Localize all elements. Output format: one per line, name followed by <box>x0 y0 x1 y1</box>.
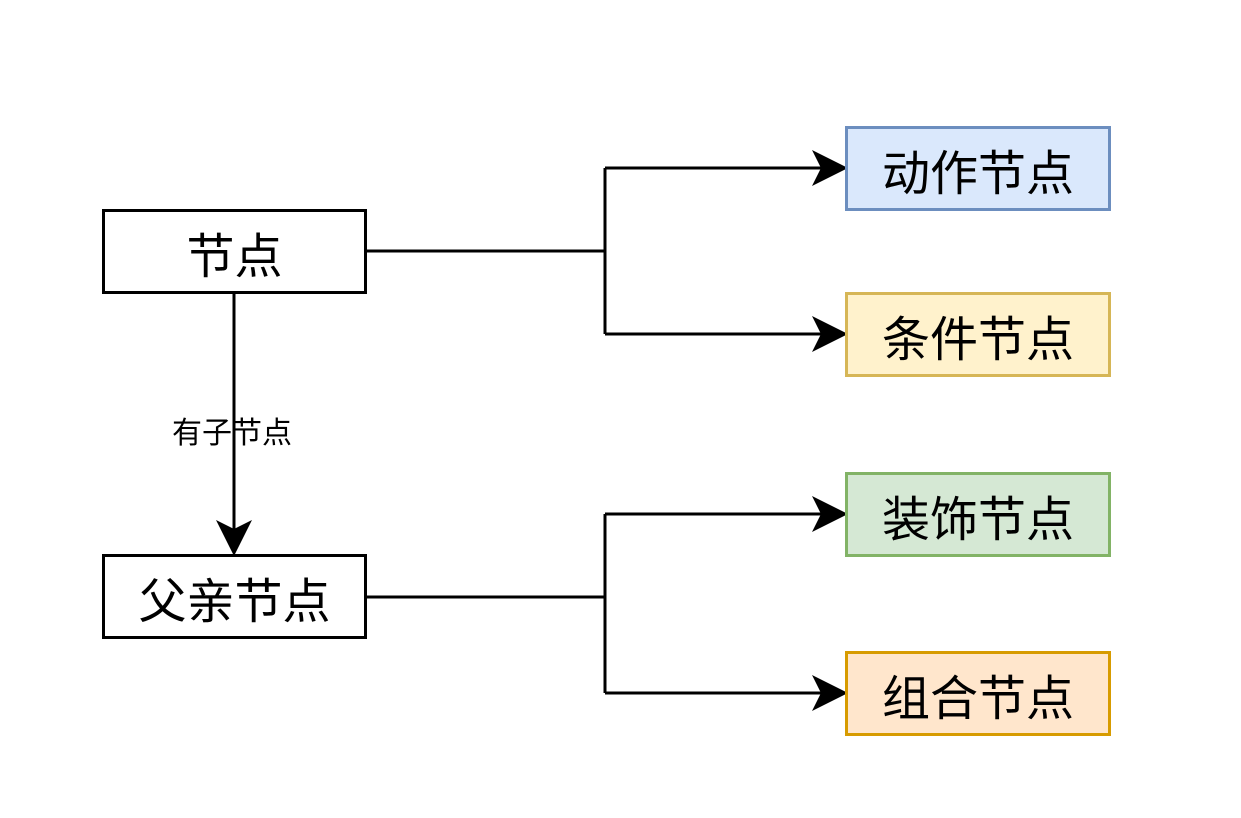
node-composite[interactable]: 组合节点 <box>845 651 1111 736</box>
node-action[interactable]: 动作节点 <box>845 126 1111 211</box>
node-parent[interactable]: 父亲节点 <box>102 554 367 639</box>
node-condition[interactable]: 条件节点 <box>845 292 1111 377</box>
node-root[interactable]: 节点 <box>102 209 367 294</box>
node-decorator[interactable]: 装饰节点 <box>845 472 1111 557</box>
